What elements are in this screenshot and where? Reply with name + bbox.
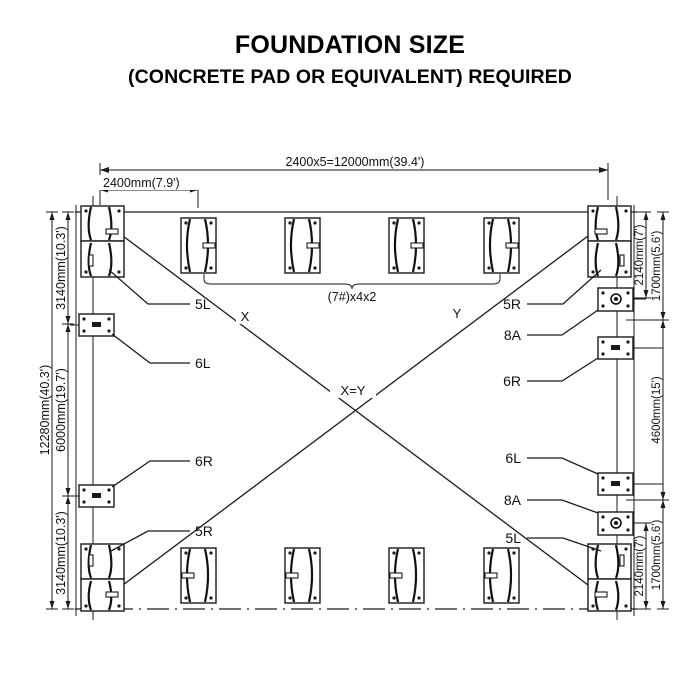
dim-top-overall-label: 2400x5=12000mm(39.4') bbox=[286, 155, 425, 169]
leader-bottom-left-post: 5R bbox=[110, 523, 213, 552]
page-title: FOUNDATION SIZE bbox=[234, 31, 466, 59]
label-bottom-right-post: 5L bbox=[505, 530, 521, 546]
leader-left-lower-plate: 6R bbox=[111, 453, 213, 488]
dimension-left-top-segment: 3140mm(10.3') bbox=[54, 211, 74, 325]
inner-post-brace: (7#)x4x2 bbox=[203, 274, 501, 304]
post-top-inner-4 bbox=[483, 217, 520, 274]
dim-right-bottom-inner-label: 2140mm(7') bbox=[634, 535, 646, 596]
leader-bottom-right-post: 5L bbox=[505, 530, 602, 552]
dimension-right-top-inner: 2140mm(7') bbox=[626, 211, 651, 299]
post-bottom-right-corner bbox=[587, 543, 632, 612]
anchor-right-upper bbox=[597, 287, 646, 312]
post-top-right-corner bbox=[587, 205, 632, 278]
post-bottom-left-corner bbox=[80, 543, 125, 612]
label-top-right-post: 5R bbox=[503, 296, 521, 312]
dim-right-top-outer-label: 1700mm(5.6') bbox=[651, 231, 663, 302]
dimension-right-top-outer: 1700mm(5.6') bbox=[651, 211, 669, 321]
post-bottom-inner-2 bbox=[284, 547, 321, 604]
leader-right-lower-plate: 6L bbox=[505, 450, 599, 475]
dimension-right-bottom-inner: 2140mm(7') bbox=[626, 522, 651, 610]
label-right-lower-plate: 6L bbox=[505, 450, 521, 466]
anchor-right-lower bbox=[597, 511, 646, 536]
page-subtitle: (CONCRETE PAD OR EQUIVALENT) REQUIRED bbox=[128, 66, 572, 88]
dim-left-middle-label: 6000mm(19.7') bbox=[54, 368, 68, 452]
leader-right-upper-plate: 6R bbox=[503, 357, 599, 389]
leader-left-upper-plate: 6L bbox=[111, 333, 211, 371]
post-top-left-corner bbox=[80, 205, 125, 278]
label-right-upper-plate: 6R bbox=[503, 373, 521, 389]
label-right-upper-anchor: 8A bbox=[504, 327, 522, 343]
label-right-lower-anchor: 8A bbox=[504, 492, 522, 508]
post-bottom-inner-1 bbox=[180, 547, 217, 604]
leader-top-left-post: 5L bbox=[108, 269, 211, 312]
leader-right-lower-anchor: 8A bbox=[504, 492, 599, 514]
plate-right-lower bbox=[597, 472, 663, 496]
dim-right-middle-label: 4600mm(15') bbox=[651, 376, 663, 444]
post-bottom-inner-3 bbox=[388, 547, 425, 604]
leader-top-right-post: 5R bbox=[503, 269, 602, 312]
plate-left-lower bbox=[70, 484, 115, 508]
dim-right-top-inner-label: 2140mm(7') bbox=[634, 224, 646, 285]
label-bottom-left-post: 5R bbox=[195, 523, 213, 539]
post-bottom-inner-4 bbox=[483, 547, 520, 604]
plate-left-upper bbox=[70, 313, 115, 337]
post-top-inner-3 bbox=[388, 217, 425, 274]
post-top-inner-1 bbox=[180, 217, 217, 274]
frame-outline bbox=[75, 196, 637, 620]
title-block: FOUNDATION SIZE (CONCRETE PAD OR EQUIVAL… bbox=[0, 30, 700, 90]
dim-left-overall-label: 12280mm(40.3') bbox=[38, 365, 52, 456]
dimension-left-overall: 12280mm(40.3') bbox=[38, 211, 58, 610]
dim-left-bottom-segment-label: 3140mm(10.3') bbox=[54, 511, 68, 595]
diagonal-equal-label: X=Y bbox=[341, 383, 366, 398]
label-left-upper-plate: 6L bbox=[195, 355, 211, 371]
dim-right-bottom-outer-label: 1700mm(5.6') bbox=[651, 520, 663, 591]
dimension-left-middle: 6000mm(19.7') bbox=[54, 324, 74, 497]
dim-top-segment-label: 2400mm(7.9') bbox=[103, 176, 180, 190]
label-top-left-post: 5L bbox=[195, 296, 211, 312]
diagonal-x-label: X bbox=[241, 309, 250, 324]
diagonal-y-label: Y bbox=[453, 306, 462, 321]
diagonal-braces: X Y X=Y bbox=[94, 214, 617, 607]
post-top-inner-2 bbox=[284, 217, 321, 274]
dim-left-top-segment-label: 3140mm(10.3') bbox=[54, 226, 68, 310]
leader-right-upper-anchor: 8A bbox=[504, 309, 599, 343]
dimension-top-segment: 2400mm(7.9') bbox=[96, 175, 214, 208]
plate-right-upper bbox=[597, 336, 663, 360]
label-left-lower-plate: 6R bbox=[195, 453, 213, 469]
dimension-left-bottom-segment: 3140mm(10.3') bbox=[54, 496, 74, 610]
brace-label: (7#)x4x2 bbox=[328, 290, 377, 304]
dimension-right-bottom-outer: 1700mm(5.6') bbox=[651, 500, 669, 610]
